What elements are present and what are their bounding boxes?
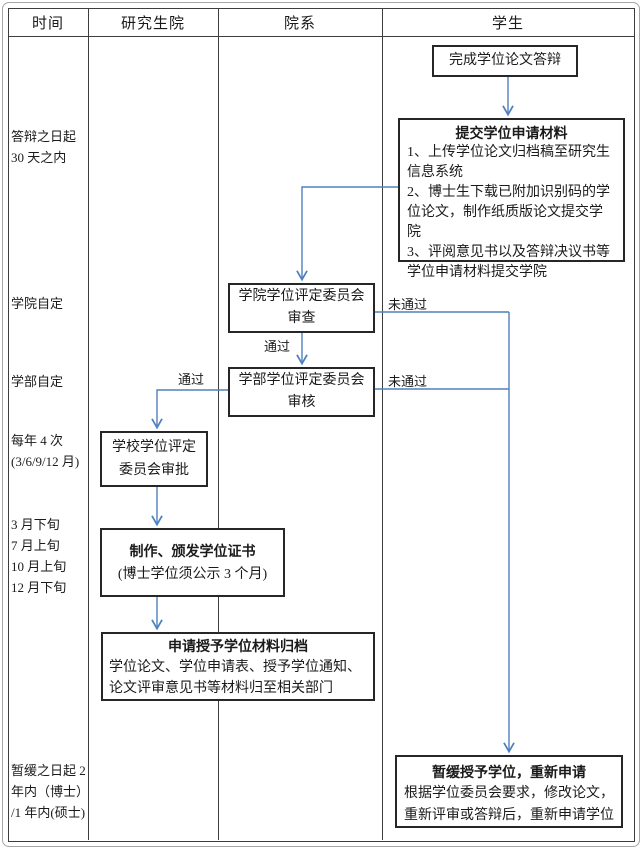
- time-label-college-decides: 学院自定: [11, 296, 64, 311]
- table-outline: [8, 8, 635, 842]
- lane-header-graduate-school: 研究生院: [120, 15, 185, 32]
- step-university-committee-box: 学校学位评定 委员会审批: [100, 431, 208, 487]
- header-divider: [8, 36, 634, 37]
- step-college-committee-box: 学院学位评定委员会 审查: [228, 283, 375, 333]
- lane-header-department: 院系: [283, 15, 316, 32]
- step-postpone-reapply-title: 暂缓授予学位，重新申请: [432, 764, 586, 780]
- time-label-postpone-period: 暂缓之日起 2 年内（博士） /1 年内(硕士): [11, 763, 90, 820]
- step-submit-materials-body: 1、上传学位论文归档稿至研究生信息系统 2、博士生下载已附加识别码的学位论文，制…: [407, 145, 610, 280]
- step-issue-certificate-box: 制作、颁发学位证书 (博士学位须公示 3 个月): [100, 528, 285, 597]
- time-label-division-decides: 学部自定: [11, 374, 64, 389]
- lane-divider-1: [88, 8, 89, 840]
- edge-label-pass-2: 通过: [178, 372, 205, 387]
- step-submit-materials-title: 提交学位申请材料: [455, 125, 568, 141]
- lane-header-student: 学生: [491, 15, 524, 32]
- lane-divider-2: [218, 8, 219, 840]
- edge-label-fail-1: 未通过: [388, 297, 428, 312]
- time-label-months: 3 月下旬 7 月上旬 10 月上旬 12 月下旬: [11, 517, 67, 595]
- step-archive-materials-box: 申请授予学位材料归档 学位论文、学位申请表、授予学位通知、论文评审意见书等材料归…: [101, 632, 375, 701]
- step-archive-materials-title: 申请授予学位材料归档: [168, 638, 308, 654]
- lane-header-time: 时间: [31, 15, 64, 32]
- step-division-committee-box: 学部学位评定委员会 审核: [228, 367, 375, 417]
- lane-divider-3: [382, 8, 383, 840]
- step-archive-materials-body: 学位论文、学位申请表、授予学位通知、论文评审意见书等材料归至相关部门: [109, 660, 361, 696]
- step-complete-defense-box: 完成学位论文答辩: [432, 45, 578, 77]
- time-label-defense-30days: 答辩之日起 30 天之内: [11, 129, 77, 165]
- step-submit-materials-box: 提交学位申请材料 1、上传学位论文归档稿至研究生信息系统 2、博士生下载已附加识…: [398, 118, 625, 280]
- step-postpone-reapply-box: 暂缓授予学位，重新申请 根据学位委员会要求，修改论文， 重新评审或答辩后，重新申…: [395, 755, 623, 828]
- edge-label-fail-2: 未通过: [388, 374, 428, 389]
- step-issue-certificate-title: 制作、颁发学位证书: [129, 543, 256, 559]
- step-complete-defense-title: 完成学位论文答辩: [449, 53, 561, 68]
- step-division-committee-title: 学部学位评定委员会 审核: [238, 373, 365, 410]
- step-issue-certificate-note: (博士学位须公示 3 个月): [117, 567, 268, 582]
- step-college-committee-title: 学院学位评定委员会 审查: [238, 289, 365, 326]
- step-university-committee-title: 学校学位评定 委员会审批: [112, 440, 196, 478]
- time-label-four-times-yearly: 每年 4 次 (3/6/9/12 月): [11, 433, 80, 469]
- step-postpone-reapply-body: 根据学位委员会要求，修改论文， 重新评审或答辩后，重新申请学位: [404, 786, 614, 823]
- edge-label-pass-1: 通过: [264, 339, 291, 354]
